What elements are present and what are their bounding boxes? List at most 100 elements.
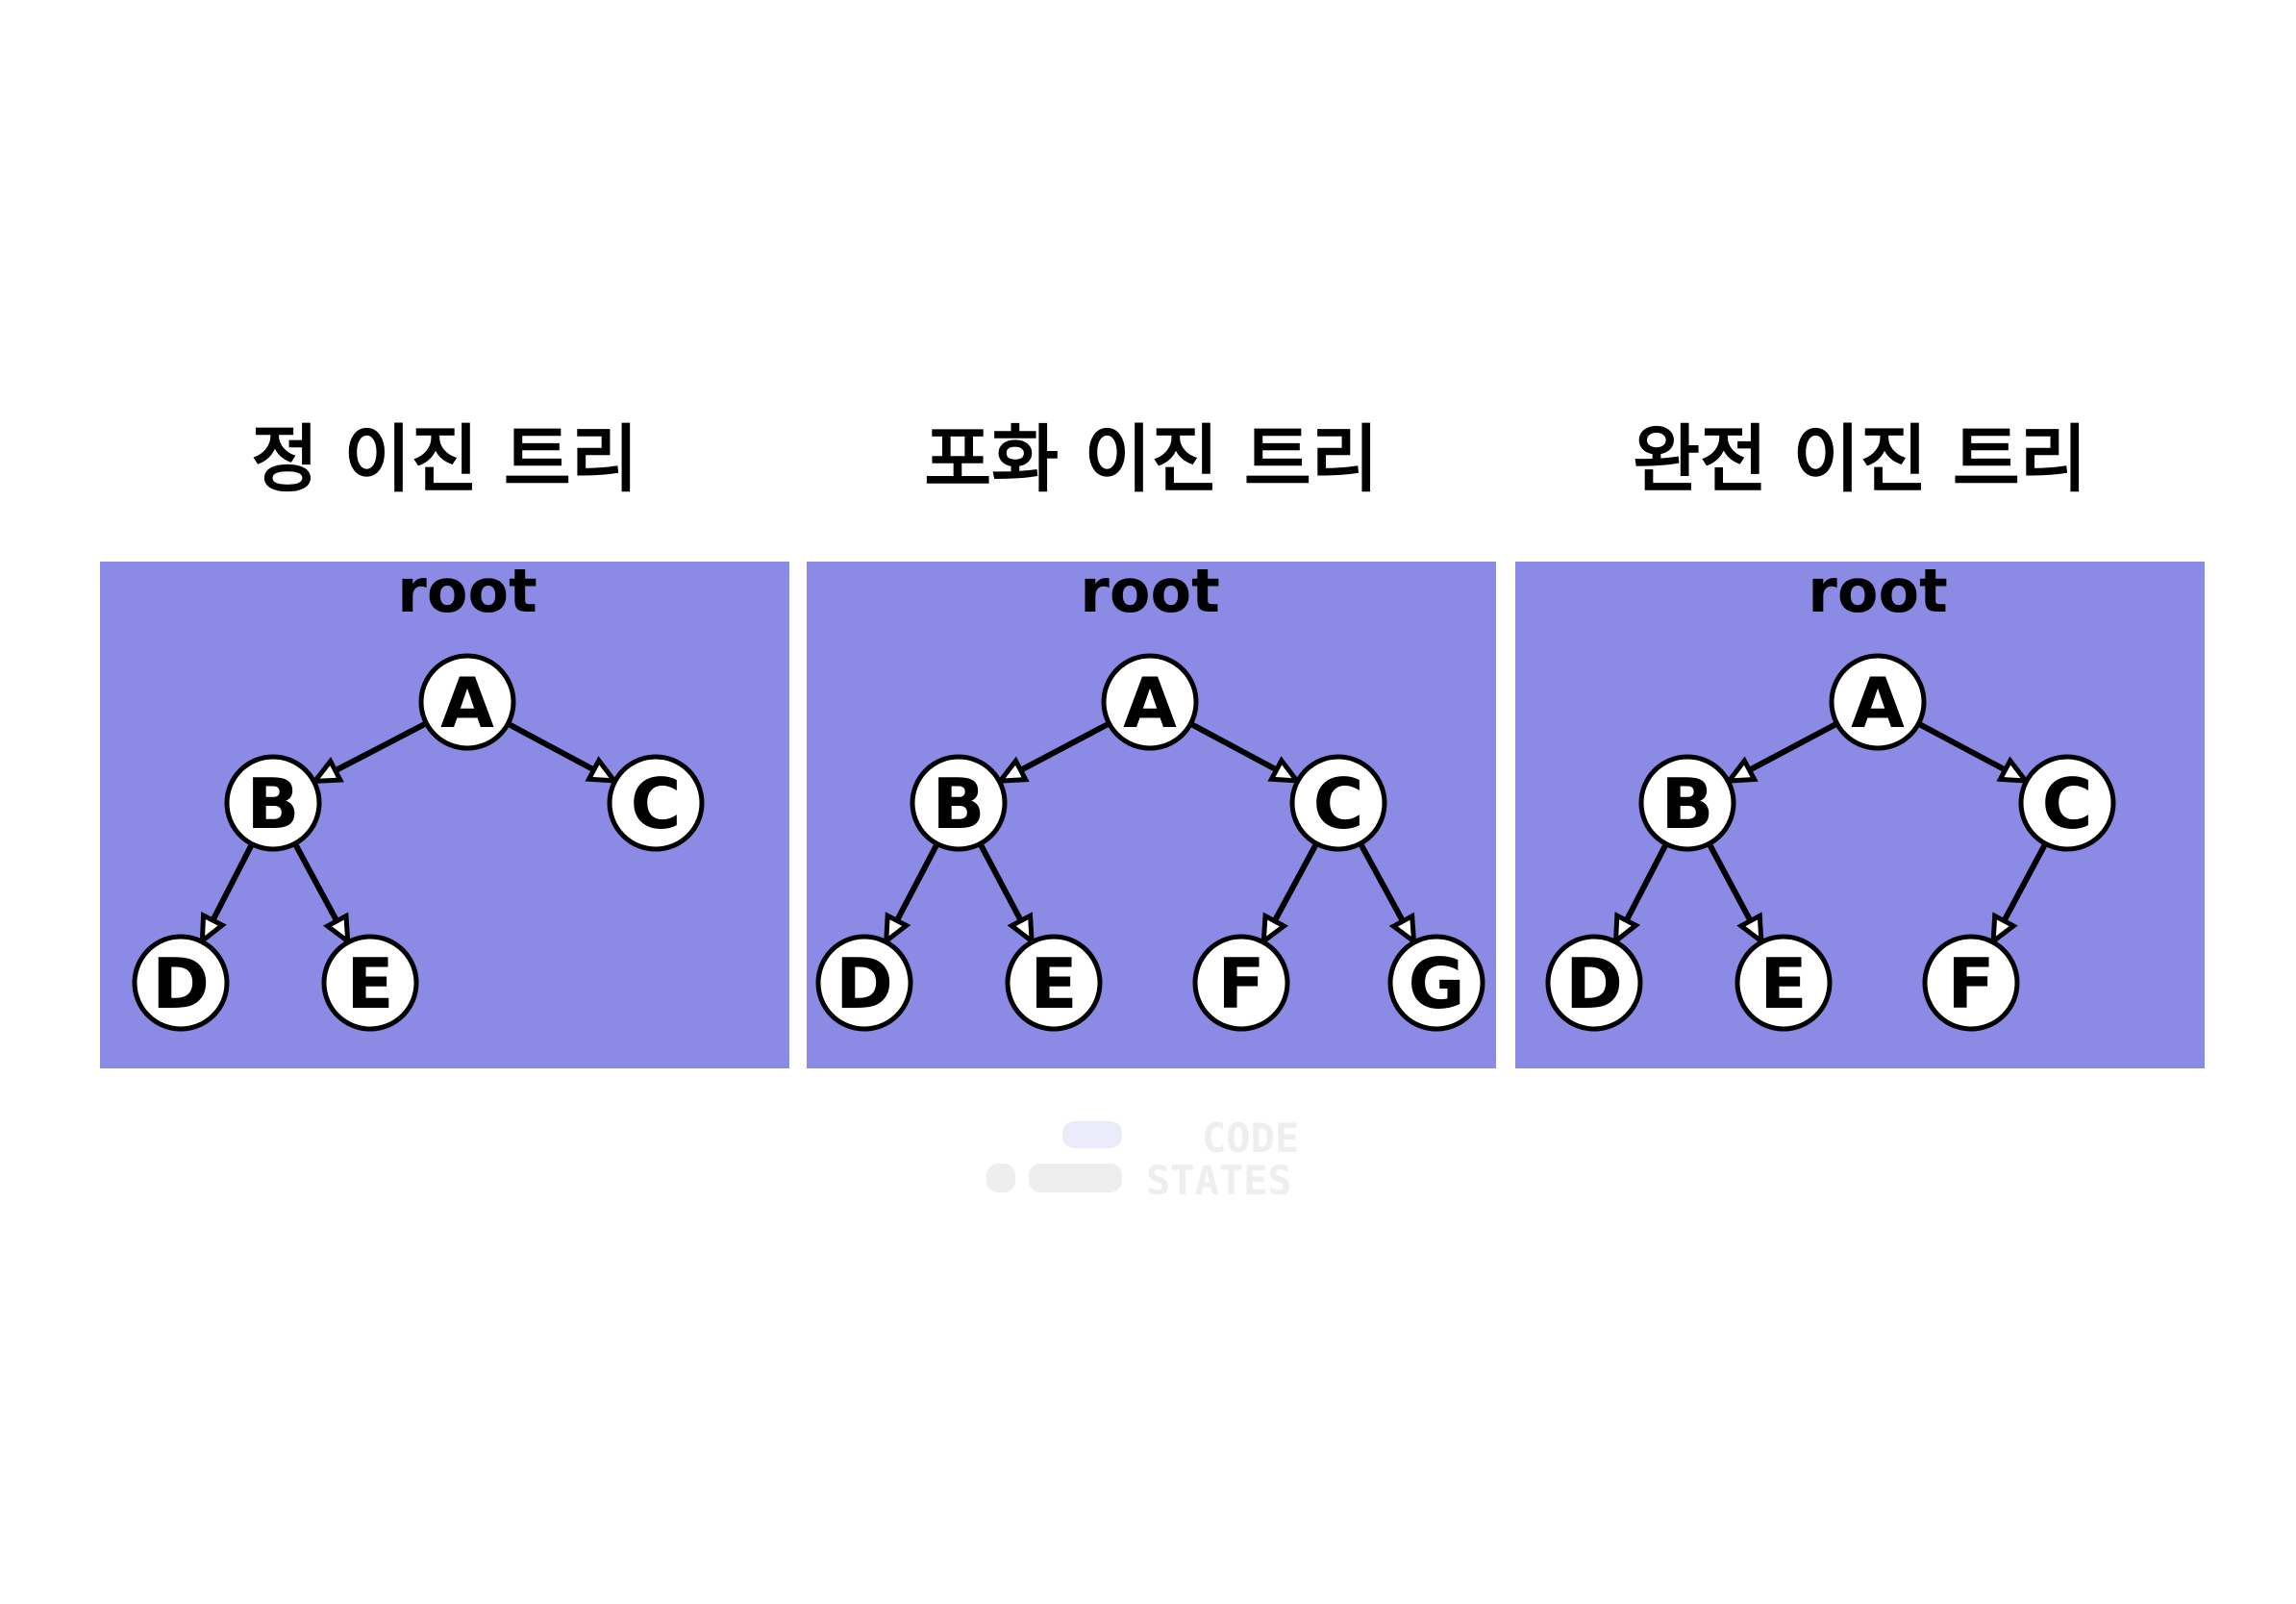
node-label: D — [1565, 943, 1623, 1024]
node-circle — [910, 754, 1008, 852]
edge-a-c — [1916, 720, 2032, 784]
root-label: root — [397, 562, 537, 626]
node-circle — [1829, 653, 1927, 751]
tree-node-b: B — [1638, 754, 1736, 852]
tree-node-a: A — [1829, 653, 1927, 751]
node-label: B — [247, 764, 300, 844]
root-label: root — [1808, 562, 1947, 626]
edge-c-f — [1990, 841, 2049, 947]
edge-line — [292, 841, 339, 923]
tree-node-c: C — [1289, 754, 1387, 852]
node-label: C — [2042, 764, 2093, 844]
edge-line — [334, 720, 428, 773]
logo-shape-bar — [1029, 1164, 1122, 1192]
arrowhead-icon — [585, 756, 620, 784]
node-circle — [607, 754, 705, 852]
root-label: root — [1080, 562, 1219, 626]
node-label: B — [1661, 764, 1714, 844]
tree-node-a: A — [1101, 653, 1199, 751]
node-label: G — [1408, 943, 1464, 1024]
tree-node-c: C — [607, 754, 705, 852]
node-label: C — [631, 764, 682, 844]
node-circle — [1101, 653, 1199, 751]
tree-node-b: B — [224, 754, 322, 852]
tree-node-e: E — [321, 934, 419, 1032]
arrowhead-icon — [1260, 912, 1288, 947]
node-label: D — [836, 943, 893, 1024]
edge-a-b — [310, 720, 428, 785]
edge-b-e — [1706, 841, 1764, 947]
edge-line — [894, 842, 940, 922]
node-label: B — [933, 764, 986, 844]
arrowhead-icon — [1007, 912, 1035, 946]
code-states-logo: CODE STATES — [981, 1115, 1327, 1202]
node-label: A — [440, 663, 494, 743]
node-circle — [224, 754, 322, 852]
node-circle — [1638, 754, 1736, 852]
node-label: C — [1313, 764, 1364, 844]
edge-a-c — [506, 721, 620, 784]
edge-b-d — [199, 842, 255, 946]
tree-node-f: F — [1192, 934, 1290, 1032]
arrowhead-icon — [995, 756, 1030, 784]
tree-node-f: F — [1922, 934, 2020, 1032]
tree-node-d: D — [815, 934, 913, 1032]
node-label: A — [1123, 663, 1177, 743]
tree-node-e: E — [1734, 934, 1833, 1032]
node-circle — [1387, 934, 1485, 1032]
node-circle — [132, 934, 230, 1032]
edge-c-f — [1260, 841, 1319, 947]
edge-line — [1019, 720, 1111, 773]
panel-title-perfect: 포화 이진 트리 — [924, 416, 1379, 502]
node-label: E — [1030, 943, 1077, 1024]
edge-line — [1748, 720, 1838, 773]
edge-line — [977, 842, 1024, 922]
arrowhead-icon — [1990, 912, 2018, 947]
panel-title-complete: 완전 이진 트리 — [1633, 416, 2087, 502]
edge-line — [1916, 720, 2007, 773]
edge-b-d — [883, 842, 940, 946]
edge-a-c — [1188, 721, 1303, 784]
edge-line — [1272, 841, 1319, 923]
arrowhead-icon — [323, 912, 351, 947]
node-label: F — [1947, 943, 1994, 1024]
tree-node-g: G — [1387, 934, 1485, 1032]
arrowhead-icon — [1723, 756, 1759, 784]
node-circle — [1922, 934, 2020, 1032]
node-circle — [1734, 934, 1833, 1032]
edge-b-e — [292, 841, 351, 947]
node-circle — [1005, 934, 1103, 1032]
node-label: F — [1217, 943, 1264, 1024]
edge-b-e — [977, 842, 1035, 946]
edge-line — [1188, 721, 1279, 773]
node-label: E — [346, 943, 393, 1024]
arrowhead-icon — [1388, 912, 1417, 947]
node-circle — [2018, 754, 2116, 852]
node-circle — [1192, 934, 1290, 1032]
edge-line — [1358, 841, 1406, 923]
logo-shape-dot — [986, 1164, 1015, 1192]
code-states-logo-icon: CODE STATES — [986, 1115, 1299, 1202]
edge-line — [1623, 842, 1669, 922]
node-label: D — [152, 943, 210, 1024]
node-label: E — [1759, 943, 1807, 1024]
tree-node-a: A — [418, 653, 516, 751]
arrowhead-icon — [1996, 756, 2032, 784]
edge-line — [2001, 841, 2049, 923]
node-circle — [815, 934, 913, 1032]
arrowhead-icon — [1736, 912, 1764, 947]
tree-node-e: E — [1005, 934, 1103, 1032]
tree-node-b: B — [910, 754, 1008, 852]
node-circle — [1545, 934, 1643, 1032]
node-label: A — [1851, 663, 1905, 743]
node-circle — [418, 653, 516, 751]
logo-text-states: STATES — [1146, 1157, 1292, 1202]
arrowhead-icon — [1267, 756, 1303, 784]
tree-node-d: D — [1545, 934, 1643, 1032]
arrowhead-icon — [1612, 912, 1640, 946]
